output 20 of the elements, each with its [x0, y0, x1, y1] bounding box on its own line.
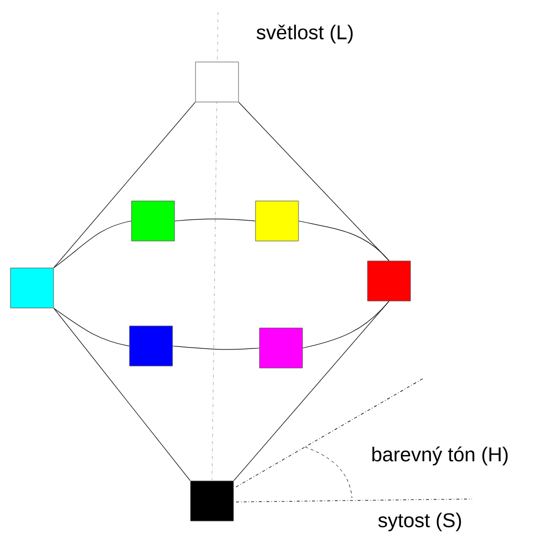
- axis-label: sytost (S): [378, 512, 461, 532]
- axis-label: světlost (L): [256, 24, 353, 44]
- colour-square: [10, 268, 54, 308]
- connector-line: [298, 220, 390, 262]
- connector-line: [233, 300, 390, 482]
- connector-line: [53, 308, 191, 482]
- connector-line: [172, 346, 260, 350]
- axis-label: barevný tón (H): [372, 446, 508, 466]
- connector-line: [238, 102, 390, 262]
- colour-square: [131, 200, 175, 242]
- connector-line: [53, 220, 132, 268]
- colour-square: [129, 326, 173, 366]
- colour-square: [255, 200, 299, 242]
- connector-line: [53, 308, 130, 346]
- colour-square: [195, 62, 239, 102]
- colour-square: [259, 328, 303, 368]
- connector-line: [53, 102, 196, 268]
- colour-square: [190, 480, 234, 522]
- connector-line: [174, 218, 256, 222]
- colour-square: [367, 260, 411, 302]
